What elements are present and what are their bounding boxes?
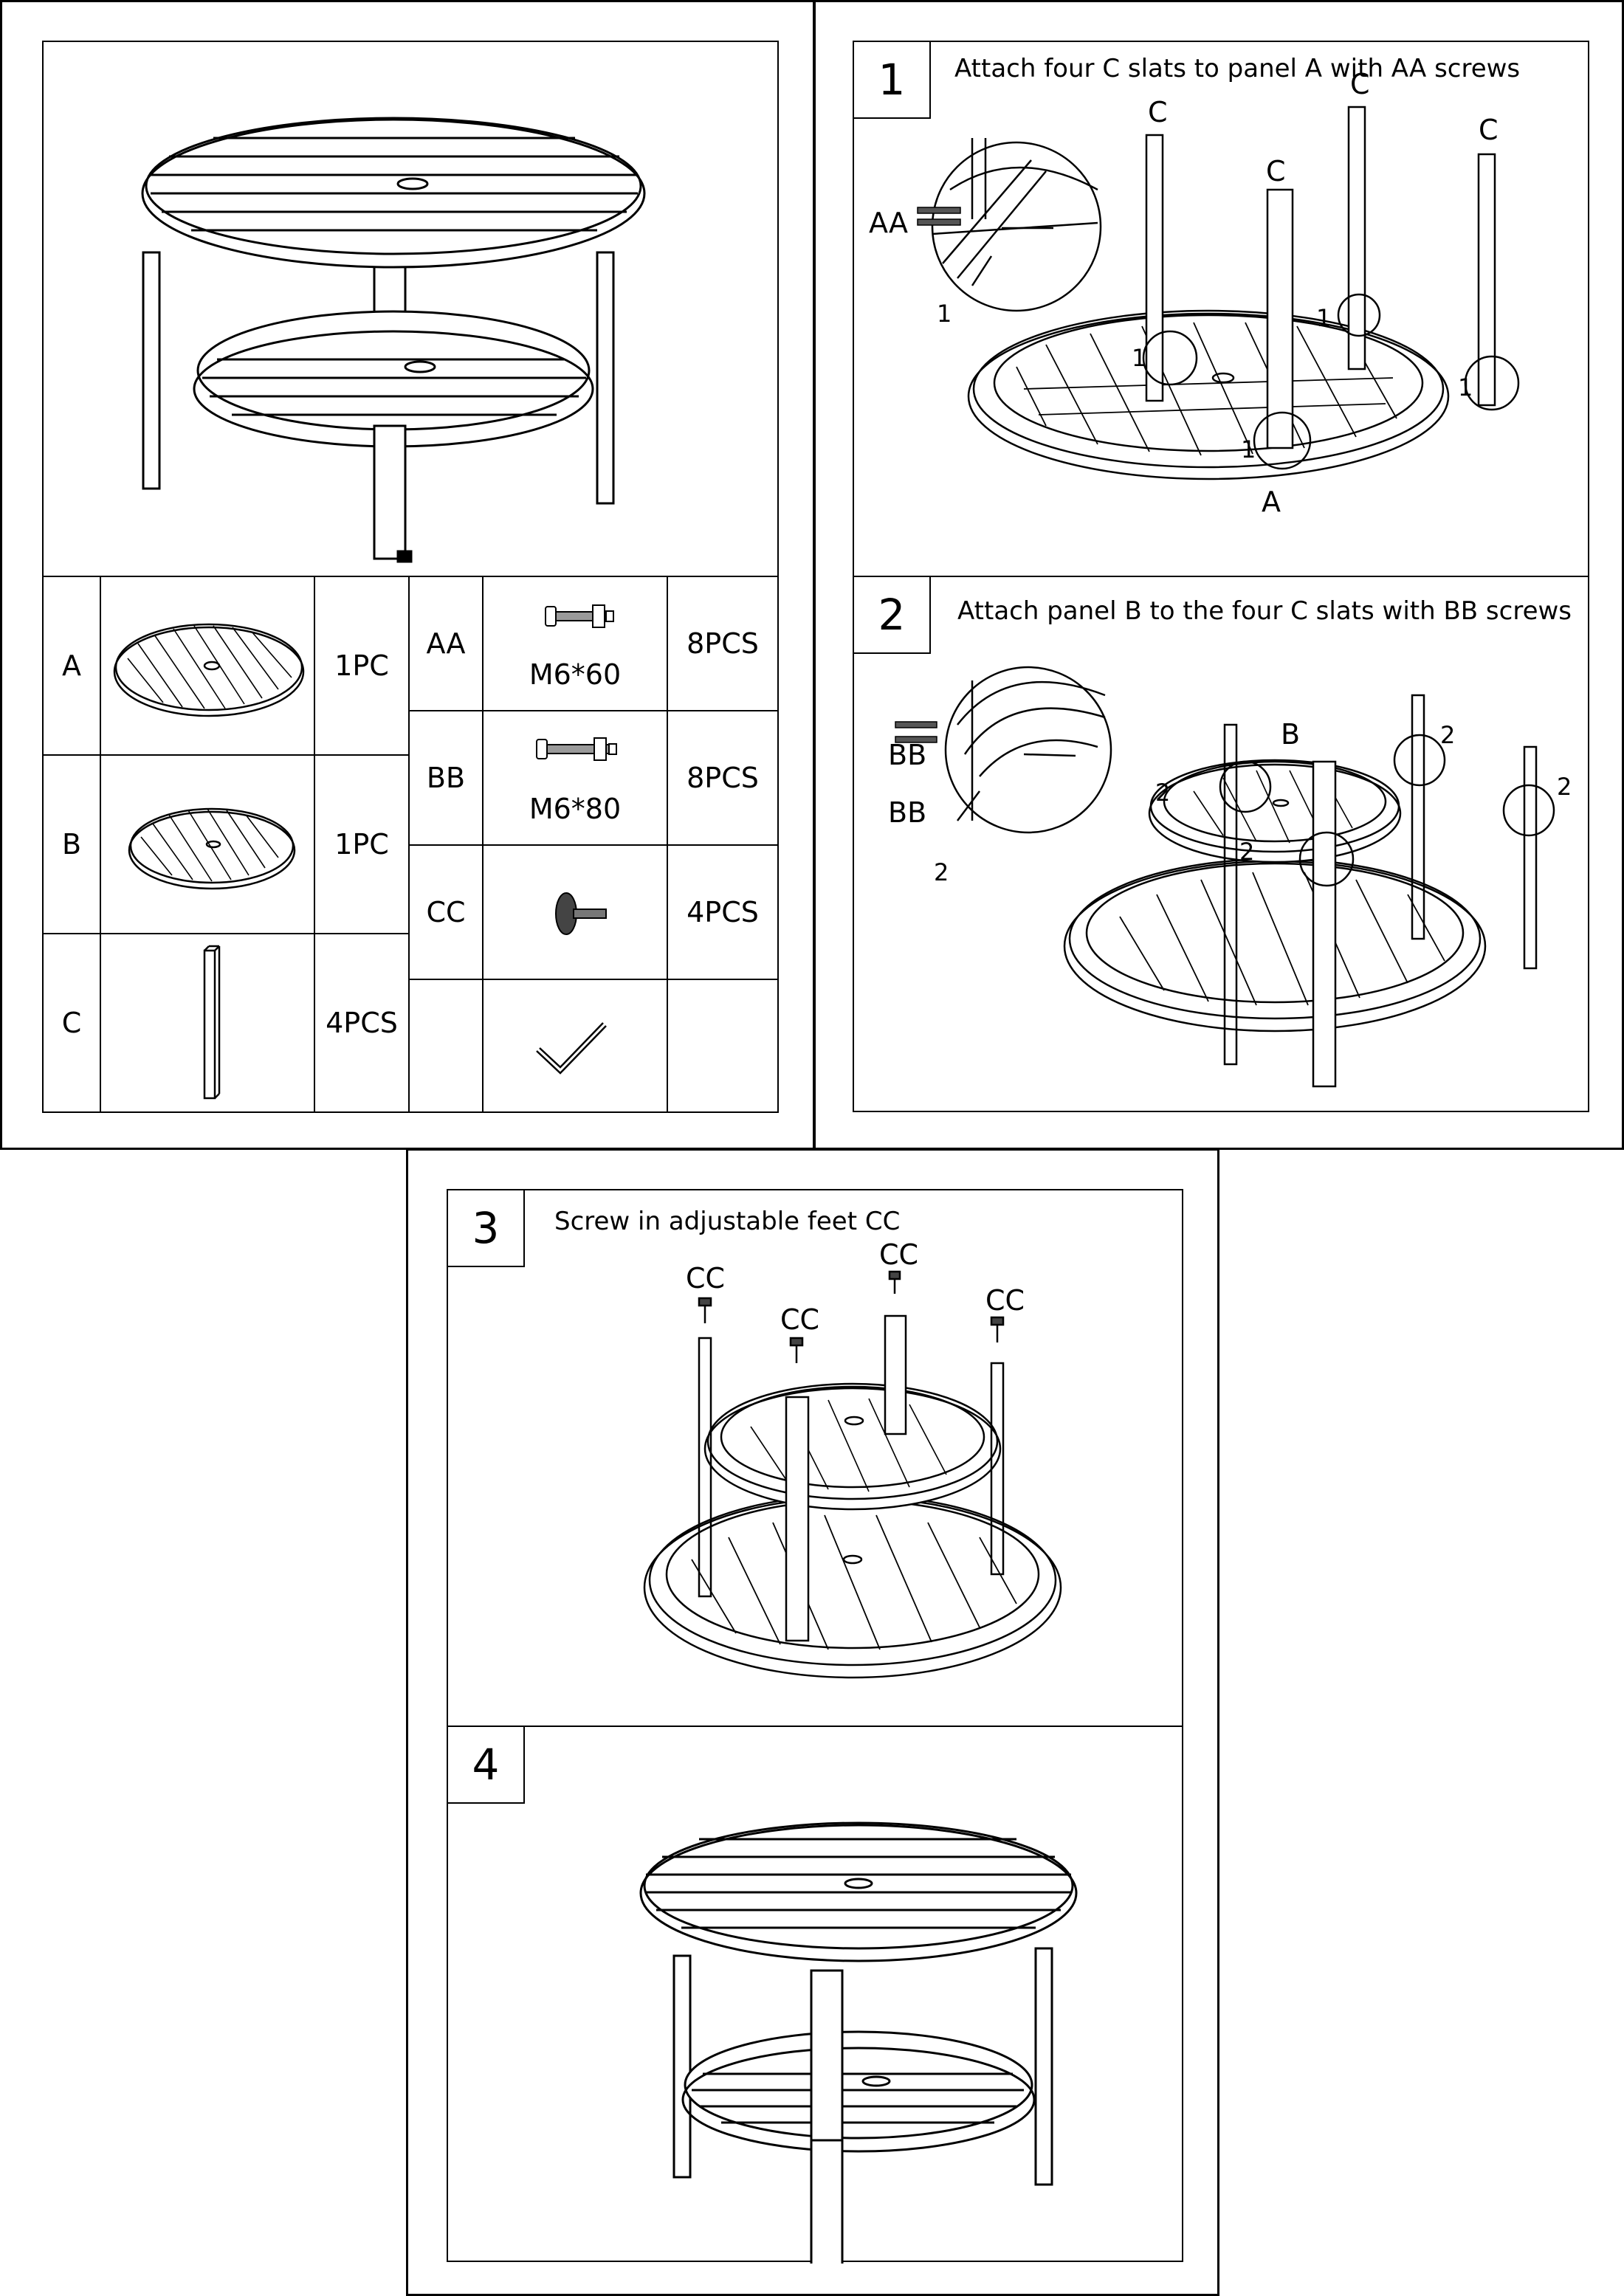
hardware-size-AA: M6*60 <box>529 658 622 691</box>
step-1-ref-label: 1 <box>1132 344 1147 372</box>
step-3-illustration <box>643 1270 1062 1679</box>
step-1-ref-label: 1 <box>1458 373 1473 401</box>
part-image-A <box>100 576 315 756</box>
part-image-B <box>100 754 315 934</box>
step-1-number: 1 <box>854 42 931 119</box>
hardware-code-CC: CC <box>408 844 484 980</box>
bolt-icon <box>545 604 614 628</box>
step-1-leg-label: C <box>1350 68 1370 100</box>
step-4-panel: 4 <box>447 1726 1183 2264</box>
hardware-image-CC <box>482 844 668 980</box>
step-2-number: 2 <box>854 577 931 654</box>
step-2-screw-label: BB <box>888 739 927 771</box>
step-1-panel-label: A <box>1262 486 1281 518</box>
step-2-illustration <box>895 666 1555 1088</box>
hardware-qty-AA: 8PCS <box>667 576 779 711</box>
step-1-panel: 1 Attach four C slats to panel A with AA… <box>853 41 1589 577</box>
step-1-leg-label: C <box>1148 96 1168 128</box>
leg-slat-icon <box>203 945 221 1100</box>
step-2-screw-label: BB <box>888 796 927 829</box>
step-2-ref-label: 2 <box>1440 721 1456 749</box>
allen-key-icon <box>536 1022 607 1075</box>
step-1-ref-label: 1 <box>1316 304 1332 332</box>
step-3-panel: 3 Screw in adjustable feet CC <box>447 1189 1183 1727</box>
hardware-image-AA: M6*60 <box>482 576 668 711</box>
hardware-code-tool <box>408 979 484 1113</box>
hardware-image-BB: M6*80 <box>482 710 668 846</box>
step-4-illustration <box>639 1821 1078 2264</box>
step-2-panel-label: B <box>1281 718 1301 751</box>
step-3-foot-label: CC <box>780 1303 820 1336</box>
step-1-screw-label: AA <box>869 207 909 239</box>
step-1-ref-label: 1 <box>937 300 952 328</box>
step-1-leg-label: C <box>1266 155 1286 187</box>
adjustable-foot-icon <box>555 892 607 935</box>
part-code-C: C <box>42 933 101 1113</box>
part-qty-C: 4PCS <box>314 933 410 1113</box>
step-1-illustration <box>917 106 1520 480</box>
step-2-ref-label: 2 <box>1557 773 1572 801</box>
bolt-icon <box>536 737 617 761</box>
assembled-table-panel <box>42 41 779 577</box>
part-qty-A: 1PC <box>314 576 410 756</box>
part-qty-B: 1PC <box>314 754 410 934</box>
overview-sheet: A 1PC B <box>0 0 815 1150</box>
round-tabletop-panel-icon <box>113 623 305 717</box>
step-4-number: 4 <box>448 1727 525 1804</box>
step-2-ref-label: 2 <box>1155 779 1171 807</box>
hardware-qty-CC: 4PCS <box>667 844 779 980</box>
step-3-number: 3 <box>448 1190 525 1267</box>
round-shelf-panel-icon <box>128 807 296 890</box>
hardware-code-AA: AA <box>408 576 484 711</box>
part-code-B: B <box>42 754 101 934</box>
step-3-foot-label: CC <box>985 1284 1025 1317</box>
hardware-code-BB: BB <box>408 710 484 846</box>
step-3-foot-label: CC <box>686 1262 726 1294</box>
hardware-qty-BB: 8PCS <box>667 710 779 846</box>
steps-3-4-sheet: 3 Screw in adjustable feet CC <box>406 1148 1219 2296</box>
hardware-qty-tool <box>667 979 779 1113</box>
part-image-C <box>100 933 315 1113</box>
step-1-ref-label: 1 <box>1241 435 1256 463</box>
hardware-size-BB: M6*80 <box>529 793 622 825</box>
step-2-ref-label: 2 <box>934 858 949 886</box>
hardware-image-tool <box>482 979 668 1113</box>
step-1-leg-label: C <box>1479 114 1499 146</box>
step-3-instruction: Screw in adjustable feet CC <box>554 1207 901 1236</box>
assembled-table-illustration <box>141 117 646 563</box>
step-2-ref-label: 2 <box>1239 838 1255 866</box>
step-2-panel: 2 Attach panel B to the four C slats wit… <box>853 576 1589 1112</box>
part-code-A: A <box>42 576 101 756</box>
step-3-foot-label: CC <box>879 1238 919 1271</box>
step-1-instruction: Attach four C slats to panel A with AA s… <box>954 54 1521 83</box>
step-2-instruction: Attach panel B to the four C slats with … <box>957 596 1572 626</box>
steps-1-2-sheet: 1 Attach four C slats to panel A with AA… <box>813 0 1624 1150</box>
